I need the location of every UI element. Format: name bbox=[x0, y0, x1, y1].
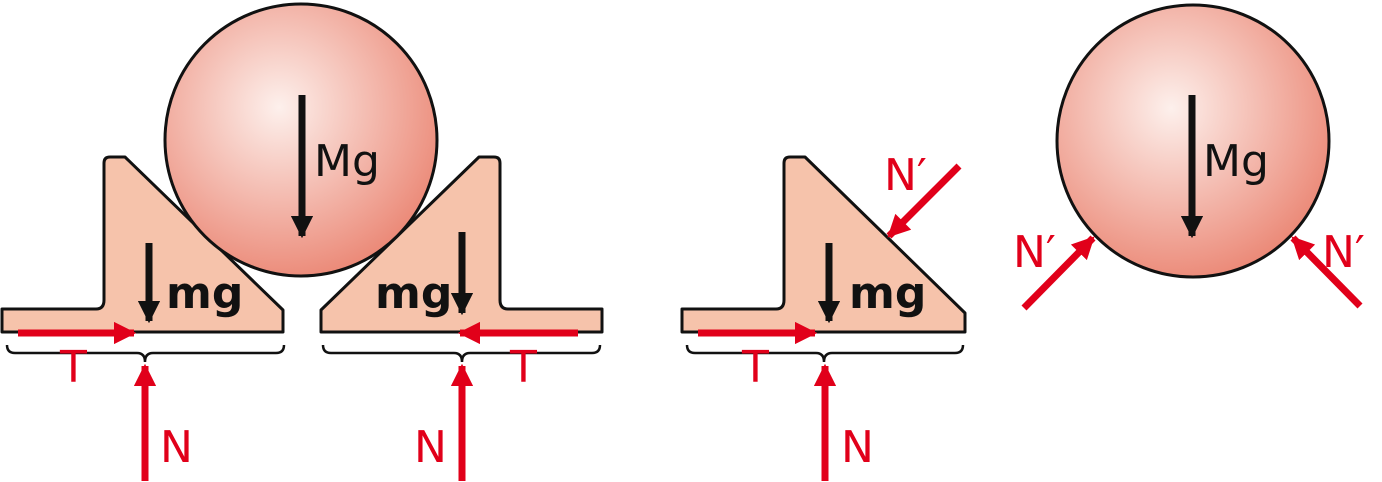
right-block-weight-label: mg bbox=[375, 268, 452, 319]
ball-left-contact-normal-arrow bbox=[1021, 235, 1096, 311]
ball-weight-label: Mg bbox=[314, 136, 380, 187]
isolated-block bbox=[680, 155, 967, 334]
isolated-block-weight-label: mg bbox=[849, 268, 926, 319]
ball-right-contact-normal-label: N′ bbox=[1322, 227, 1365, 278]
block-contact-normal-label: N′ bbox=[884, 150, 927, 201]
left-block-brace bbox=[5, 344, 286, 363]
right-normal-label: N bbox=[414, 422, 447, 473]
assembly-block-free-body: mg T N N′ bbox=[680, 150, 967, 481]
right-friction-label: T bbox=[509, 342, 537, 393]
left-normal-label: N bbox=[160, 422, 193, 473]
isolated-block-brace bbox=[685, 344, 965, 363]
left-block bbox=[0, 155, 285, 334]
isolated-friction-label: T bbox=[741, 342, 769, 393]
isolated-ball-weight-label: Mg bbox=[1203, 136, 1269, 187]
left-block-weight-label: mg bbox=[166, 268, 243, 319]
isolated-normal-label: N bbox=[841, 422, 874, 473]
assembly-combined: Mg mg mg T T N N bbox=[0, 2, 604, 481]
ball-right-contact-normal-arrow bbox=[1290, 235, 1363, 309]
right-block-brace bbox=[321, 344, 602, 363]
assembly-ball-free-body: Mg N′ N′ bbox=[1013, 3, 1365, 311]
ball-left-contact-normal-label: N′ bbox=[1013, 227, 1056, 278]
block-contact-normal-arrow bbox=[886, 163, 962, 239]
left-friction-label: T bbox=[59, 342, 87, 393]
